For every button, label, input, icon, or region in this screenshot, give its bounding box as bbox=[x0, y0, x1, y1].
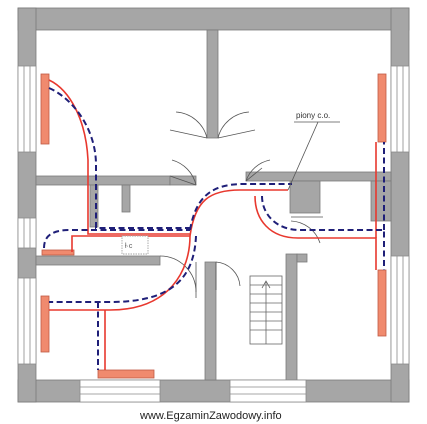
radiator-bottom-center bbox=[97, 369, 155, 379]
window-bottom-center-left bbox=[79, 379, 161, 403]
window-bottom-right bbox=[390, 255, 410, 365]
risers-label: piony c.o. bbox=[296, 111, 330, 120]
radiators bbox=[40, 73, 387, 379]
door-lower-hall bbox=[215, 261, 241, 290]
radiator-bottom-right bbox=[377, 269, 387, 337]
windows bbox=[17, 65, 410, 403]
door-left-room bbox=[169, 159, 197, 186]
radiator-bottom-left bbox=[40, 295, 50, 353]
staircase bbox=[249, 275, 283, 345]
boiler-label: ł·c bbox=[125, 243, 133, 250]
footer-watermark: www.EgzaminZawodowy.info bbox=[139, 410, 282, 422]
window-top-left bbox=[17, 65, 37, 153]
door-upper-left bbox=[169, 111, 208, 139]
boiler-symbol: ł·c bbox=[121, 235, 149, 255]
window-bottom-left bbox=[17, 277, 37, 365]
radiator-bathroom bbox=[41, 249, 75, 256]
interior-walls bbox=[35, 29, 392, 381]
risers-callout: piony c.o. bbox=[287, 111, 340, 191]
window-small-left bbox=[17, 217, 37, 249]
supply-pipes bbox=[48, 79, 377, 370]
radiator-top-right bbox=[377, 73, 387, 143]
door-upper-right bbox=[217, 111, 256, 139]
door-right-room bbox=[245, 159, 271, 182]
window-top-right bbox=[390, 65, 410, 153]
door-lower-right-room bbox=[290, 216, 323, 244]
window-bottom-center-right bbox=[229, 379, 307, 403]
return-pipes bbox=[43, 87, 385, 370]
radiator-top-left bbox=[40, 73, 50, 145]
door-bathroom bbox=[159, 255, 197, 298]
doors bbox=[159, 111, 323, 298]
